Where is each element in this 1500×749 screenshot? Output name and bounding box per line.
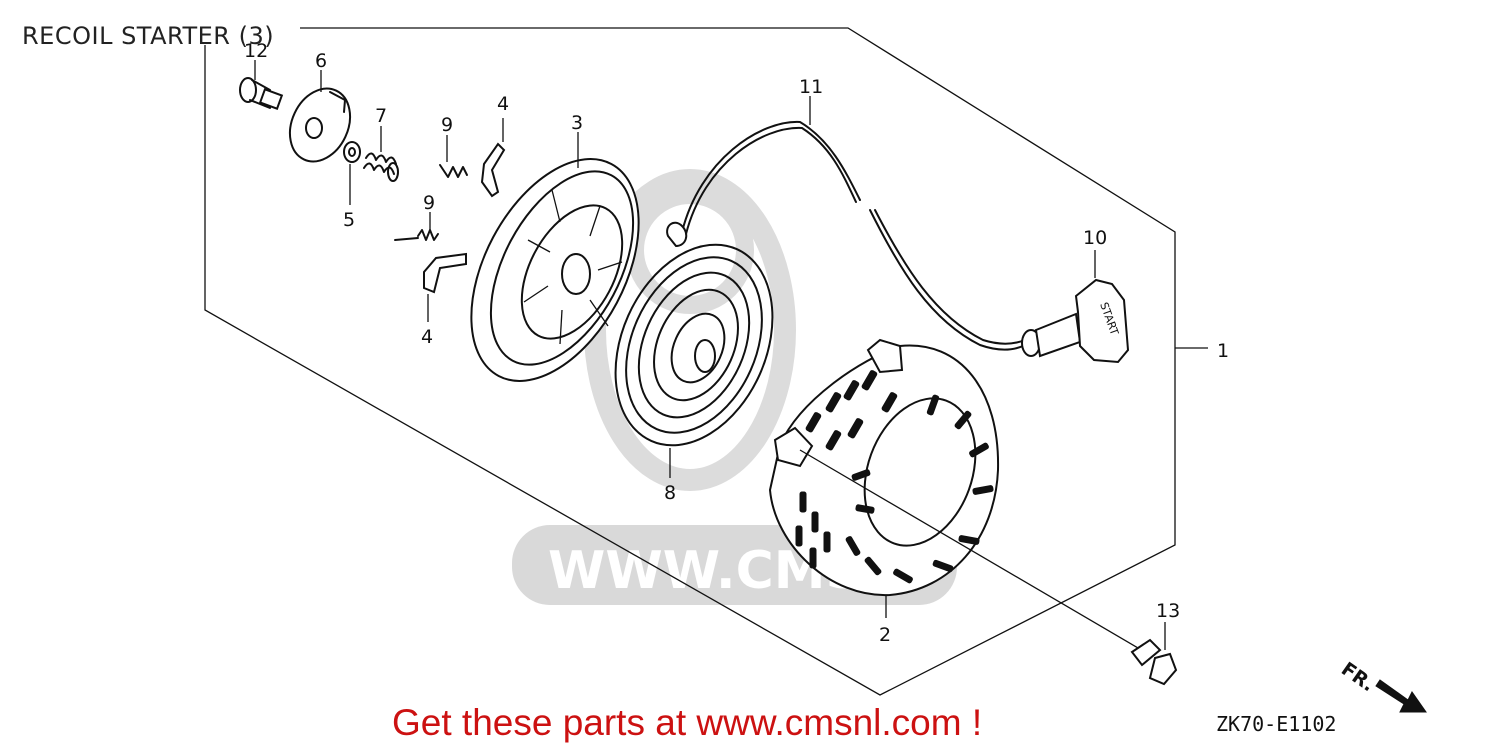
callout-11: 11 [799, 76, 823, 98]
callout-9-upper: 9 [441, 114, 453, 136]
spring-part-9-upper [439, 135, 468, 178]
front-direction-arrow: FR. [1337, 658, 1427, 713]
starter-grip-part-10: START [1021, 250, 1130, 364]
direction-label: FR. [1337, 658, 1378, 696]
page-title: RECOIL STARTER (3) [22, 22, 275, 50]
callout-12: 12 [244, 40, 268, 62]
washer-part-5 [343, 141, 361, 205]
callout-8: 8 [664, 482, 676, 504]
callout-4-lower: 4 [421, 326, 433, 348]
ratchet-part-4-upper [480, 118, 506, 198]
spring-part-9-lower [394, 212, 439, 241]
reel-part-3 [470, 132, 640, 382]
starter-rope-part-11 [666, 96, 1026, 351]
callout-2: 2 [879, 624, 891, 646]
callout-10: 10 [1083, 227, 1107, 249]
diagram-code: ZK70-E1102 [1216, 712, 1337, 736]
bolt-part-12 [239, 60, 284, 110]
assembly-outline [204, 27, 1208, 696]
callout-9-lower: 9 [423, 192, 435, 214]
callout-13: 13 [1156, 600, 1180, 622]
friction-plate-part-6 [288, 70, 352, 163]
callout-1: 1 [1217, 340, 1229, 362]
spring-part-7 [363, 126, 399, 182]
bolt-part-13 [799, 449, 1178, 686]
callout-labels: 1 2 3 4 4 5 6 7 8 9 9 10 11 12 13 [244, 40, 1229, 646]
callout-5: 5 [343, 209, 355, 231]
recoil-spring-part-8 [614, 243, 774, 478]
promo-link-text[interactable]: Get these parts at www.cmsnl.com ! [392, 702, 983, 743]
callout-3: 3 [571, 112, 583, 134]
callout-7: 7 [375, 105, 387, 127]
callout-6: 6 [315, 50, 327, 72]
callout-4-upper: 4 [497, 93, 509, 115]
ratchet-part-4-lower [423, 252, 467, 322]
